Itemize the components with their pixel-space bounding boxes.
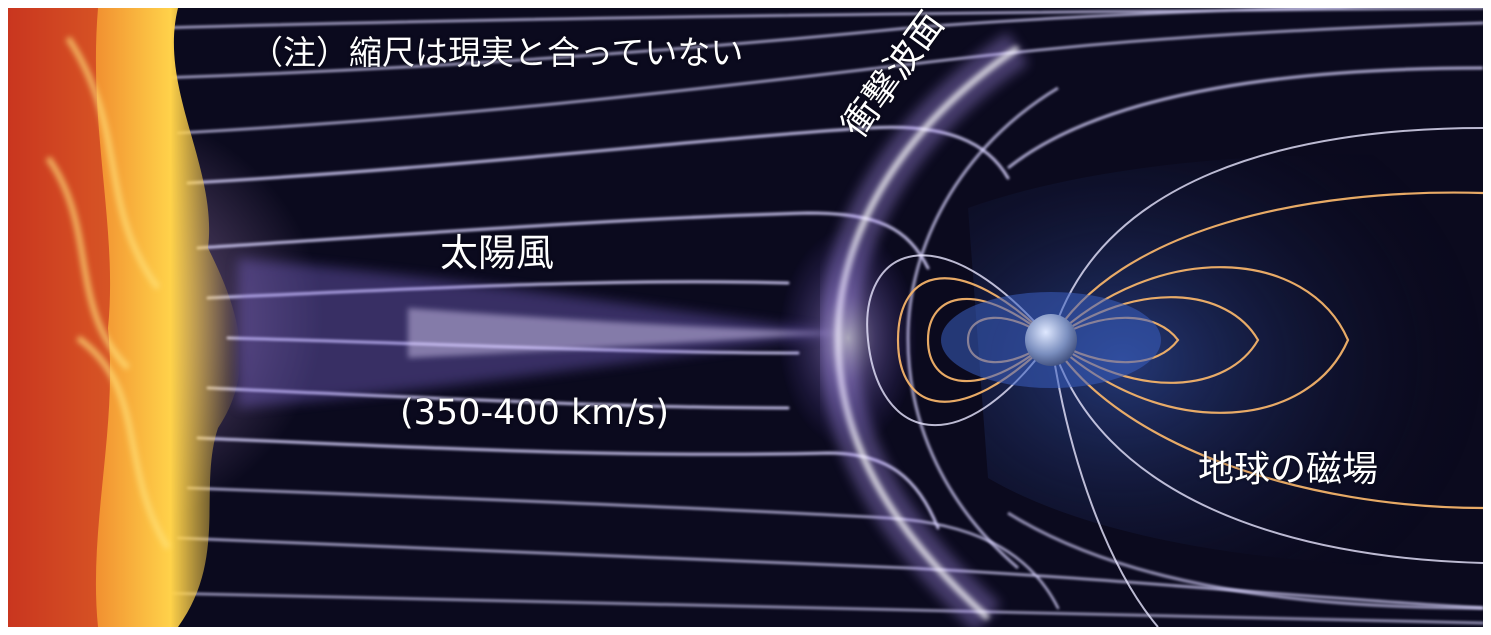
- earth-icon: [1025, 314, 1077, 366]
- solar-wind-speed-label: (350-400 km/s): [400, 393, 670, 433]
- solar-wind-label: 太陽風: [440, 231, 555, 275]
- sun-icon: [8, 8, 241, 627]
- solar-wind-magnetosphere-diagram: （注）縮尺は現実と合っていない 太陽風 (350-400 km/s) 衝撃波面 …: [8, 8, 1483, 627]
- wind-funnel: [238, 258, 838, 408]
- earth-magnetic-field-label: 地球の磁場: [1198, 449, 1379, 490]
- diagram-canvas: [8, 8, 1483, 627]
- magnetosphere: [968, 66, 1483, 610]
- scale-note-label: （注）縮尺は現実と合っていない: [250, 33, 744, 72]
